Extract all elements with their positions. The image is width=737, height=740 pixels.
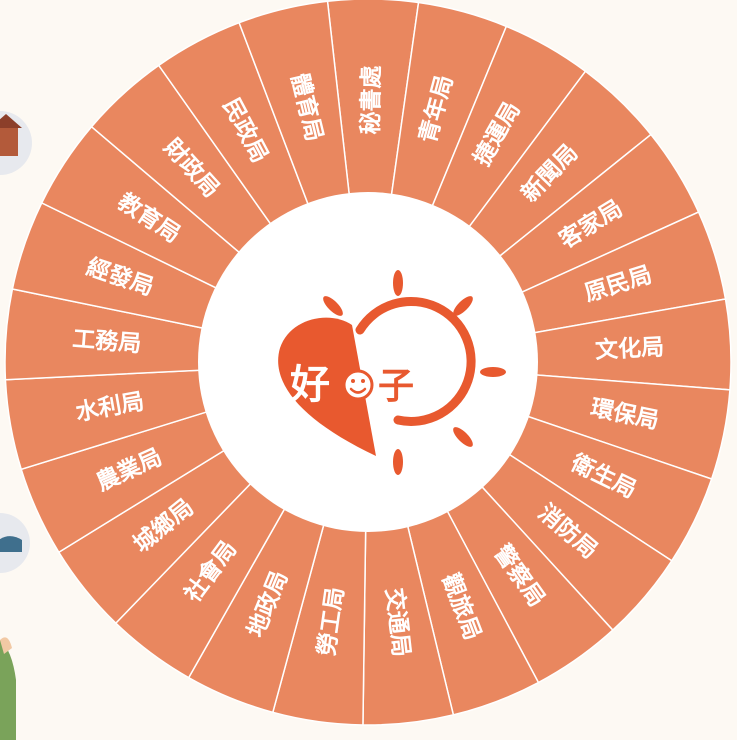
- haorizi-logo: 好 子: [278, 270, 506, 475]
- house-icon: [0, 111, 32, 175]
- segment-ring: [4, 0, 732, 726]
- segment-label-0: 秘書處: [357, 65, 385, 134]
- shoe-icon: [0, 513, 30, 573]
- sun-arc-icon: [355, 297, 476, 426]
- smiley-icon: [342, 369, 374, 401]
- logo-char-right: 子: [378, 366, 414, 407]
- center-circle: [198, 192, 538, 532]
- segment-label-6: 文化局: [595, 334, 665, 364]
- segment-label-19: 工務局: [71, 325, 142, 357]
- sun-rays-icon: [323, 270, 506, 475]
- person-figure: [0, 637, 16, 740]
- heart-icon: [278, 317, 376, 456]
- logo-char-left: 好: [289, 362, 330, 408]
